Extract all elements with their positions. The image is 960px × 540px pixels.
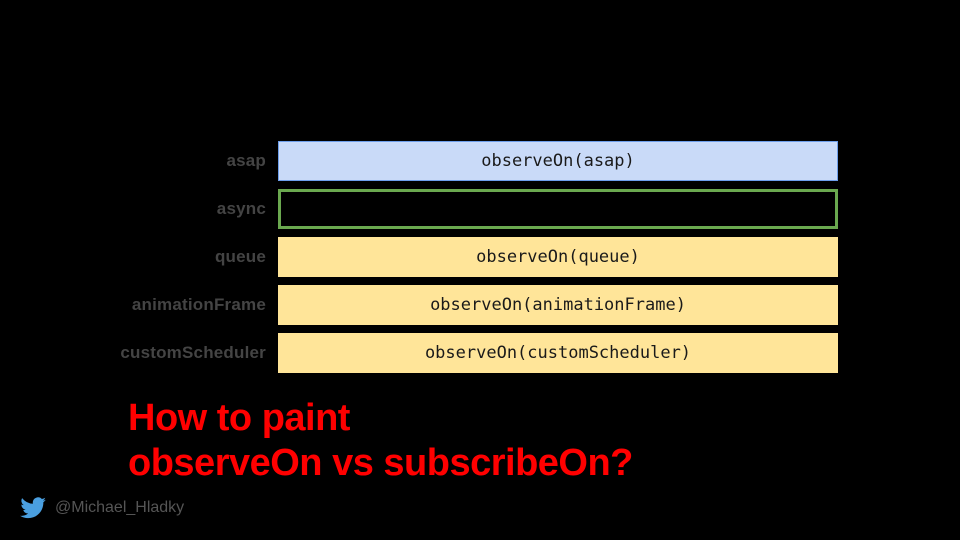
twitter-bird-icon	[20, 497, 46, 519]
scheduler-row-label-asap: asap	[226, 151, 266, 170]
scheduler-rows: asap observeOn(asap) async queue observe…	[0, 141, 960, 381]
scheduler-row-label-customscheduler: customScheduler	[120, 343, 266, 362]
scheduler-row: async	[0, 189, 960, 229]
scheduler-row: customScheduler observeOn(customSchedule…	[0, 333, 960, 373]
twitter-handle: @Michael_Hladky	[55, 499, 185, 516]
scheduler-row: animationFrame observeOn(animationFrame)	[0, 285, 960, 325]
operator-bar-animationframe: observeOn(animationFrame)	[278, 285, 838, 325]
scheduler-row-label-queue: queue	[214, 247, 266, 266]
headline-line-1: How to paint	[128, 397, 350, 439]
scheduler-row: queue observeOn(queue)	[0, 237, 960, 277]
operator-bar-text: observeOn(customScheduler)	[424, 343, 692, 363]
operator-bar-text: observeOn(queue)	[476, 247, 640, 267]
operator-bar-text: observeOn(asap)	[481, 151, 635, 171]
operator-bar-text: observeOn(animationFrame)	[430, 295, 686, 315]
operator-bar-queue: observeOn(queue)	[278, 237, 838, 277]
scheduler-row-label-animationframe: animationFrame	[131, 295, 266, 314]
scheduler-row: asap observeOn(asap)	[0, 141, 960, 181]
operator-bar-customscheduler: observeOn(customScheduler)	[278, 333, 838, 373]
headline-line-2: observeOn vs subscribeOn?	[128, 442, 633, 484]
operator-bar-async	[278, 189, 838, 229]
footer-credit: @Michael_Hladky	[20, 497, 184, 519]
slide-headline: How to paint observeOn vs subscribeOn?	[128, 396, 633, 486]
scheduler-row-label-async: async	[216, 199, 266, 218]
operator-bar-asap: observeOn(asap)	[278, 141, 838, 181]
